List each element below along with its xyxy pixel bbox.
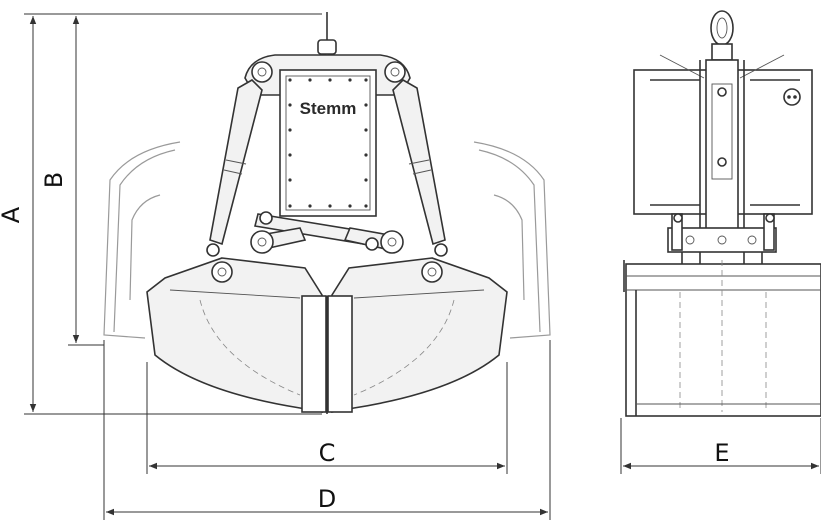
dimension-label-d: D bbox=[318, 485, 336, 513]
dimension-label-c: C bbox=[319, 439, 336, 467]
cross-beam bbox=[667, 227, 777, 253]
dimension-label-a: A bbox=[0, 206, 25, 223]
piston-column bbox=[705, 59, 739, 241]
cutting-lip-right bbox=[327, 295, 353, 413]
front-view: Stemm bbox=[103, 12, 551, 414]
head-pin-left-icon bbox=[251, 61, 273, 83]
open-shell-left-outline bbox=[103, 141, 181, 339]
shell-right bbox=[331, 257, 508, 413]
dimension-label-e: E bbox=[714, 439, 729, 467]
hydraulic-cylinder-left bbox=[209, 79, 263, 246]
housing-rivets bbox=[288, 78, 368, 208]
linkage-pin-left-icon bbox=[250, 230, 274, 254]
power-pack-housing bbox=[279, 69, 377, 217]
shackle-ring bbox=[710, 10, 734, 46]
shell-pin-left-icon bbox=[211, 261, 233, 283]
head-pin-right-icon bbox=[384, 61, 406, 83]
open-shell-right-outline bbox=[473, 141, 551, 339]
bucket-body bbox=[625, 263, 821, 417]
hydraulic-cylinder-right bbox=[392, 79, 446, 246]
linkage-pin-right-icon bbox=[380, 230, 404, 254]
shell-pin-right-icon bbox=[421, 261, 443, 283]
side-view bbox=[623, 10, 821, 417]
shell-left bbox=[146, 257, 323, 413]
dimension-label-b: B bbox=[40, 172, 68, 188]
gauge-icon bbox=[783, 88, 801, 106]
brand-logo: Stemm bbox=[300, 99, 357, 118]
dimension-lines bbox=[24, 13, 821, 520]
cutting-lip-left bbox=[301, 295, 327, 413]
